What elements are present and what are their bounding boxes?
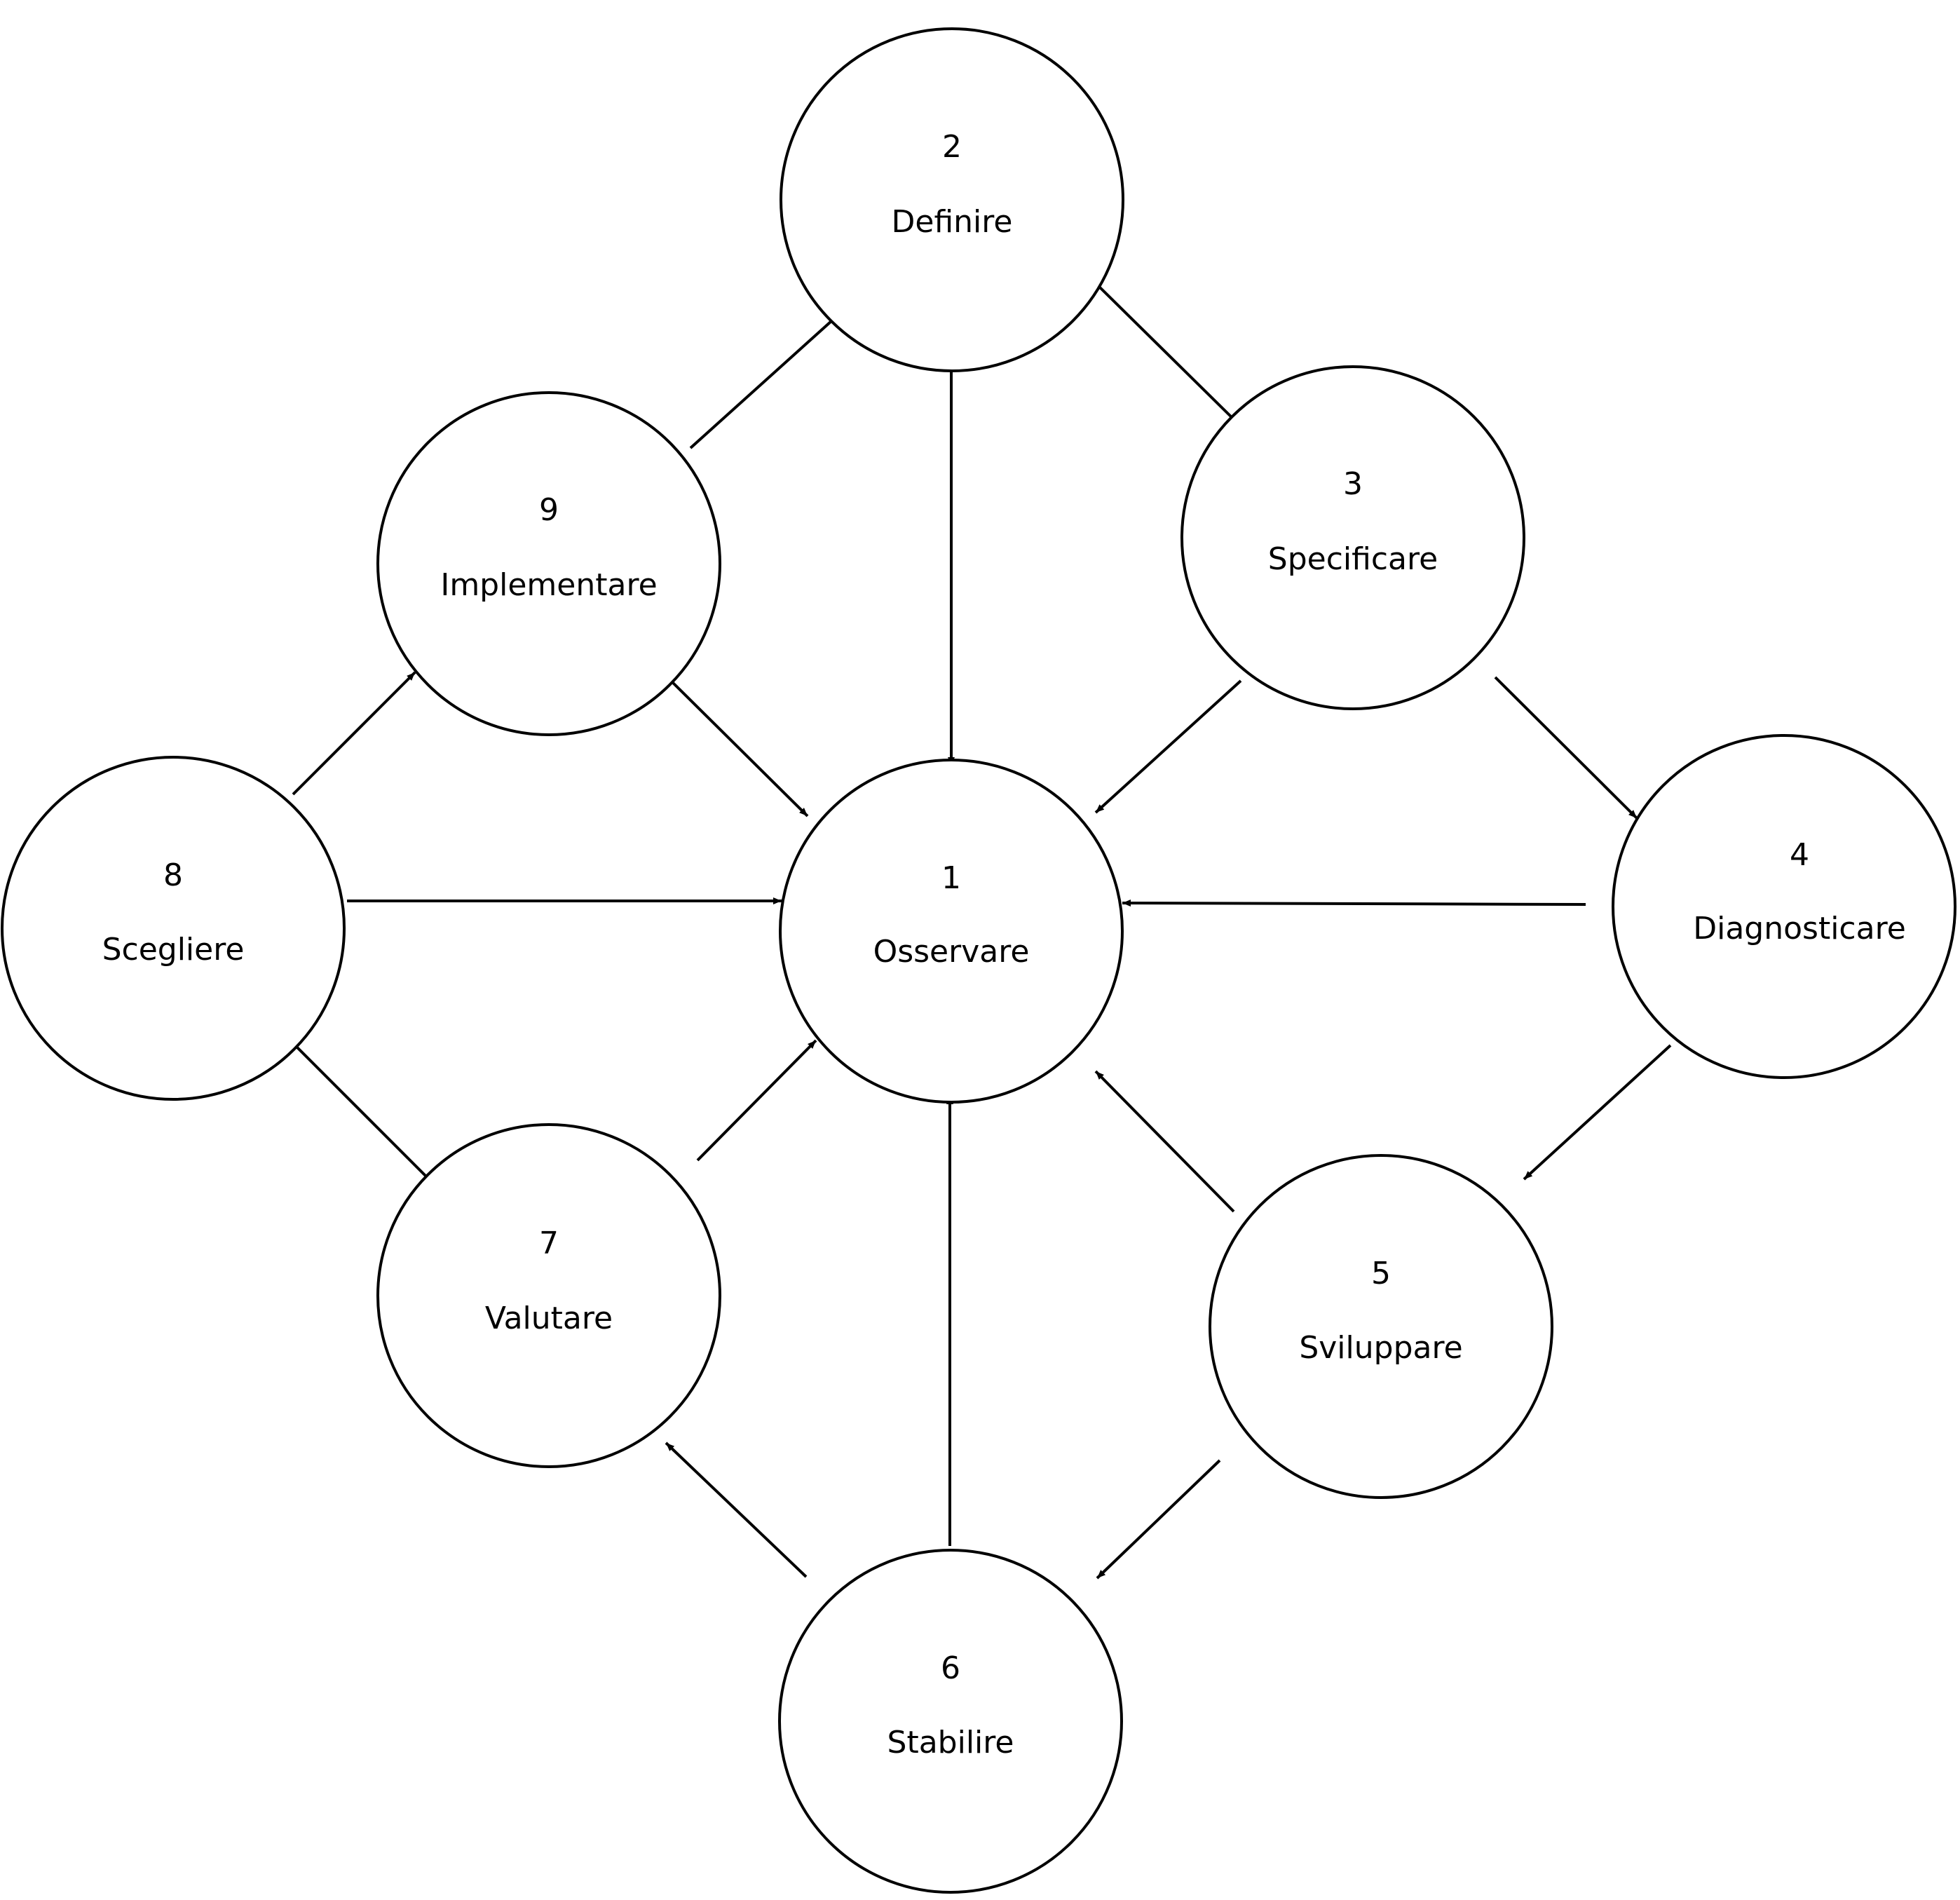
node-6: 6 Stabilire: [778, 1549, 1123, 1894]
node-1-number: 1: [941, 860, 961, 896]
edge-2-to-3: [1094, 282, 1239, 424]
node-1: 1 Osservare: [779, 759, 1124, 1104]
node-7-number: 7: [539, 1226, 559, 1261]
edge-4-to-5: [1523, 1044, 1672, 1181]
node-5-label: Sviluppare: [1299, 1330, 1462, 1366]
node-8-circle: [1, 756, 346, 1101]
node-8-label: Scegliere: [102, 932, 245, 968]
edge-3-to-4: [1494, 676, 1638, 820]
edge-9-to-1: [664, 674, 809, 817]
node-3: 3 Specificare: [1180, 365, 1525, 710]
node-9-circle: [376, 391, 721, 736]
edge-9-to-2: [689, 313, 840, 449]
node-4-number: 4: [1790, 837, 1809, 873]
edge-3-to-1: [1094, 679, 1242, 814]
node-9-number: 9: [539, 492, 559, 528]
node-6-label: Stabilire: [887, 1725, 1014, 1760]
edge-7-to-1: [696, 1039, 817, 1162]
node-3-circle: [1180, 365, 1525, 710]
node-1-circle: [779, 759, 1124, 1104]
node-2: 2 Definire: [780, 27, 1124, 372]
node-3-number: 3: [1343, 466, 1363, 502]
node-4-circle: [1612, 734, 1956, 1079]
node-4: 4 Diagnosticare: [1612, 734, 1956, 1079]
node-2-label: Definire: [892, 204, 1013, 240]
node-2-number: 2: [942, 129, 962, 165]
edge-8-to-9: [292, 671, 416, 796]
node-2-circle: [780, 27, 1124, 372]
node-5-number: 5: [1371, 1256, 1391, 1291]
node-8-number: 8: [163, 857, 183, 893]
edge-6-to-7: [665, 1441, 808, 1578]
node-5-circle: [1209, 1154, 1553, 1499]
node-7-circle: [376, 1123, 721, 1468]
edge-5-to-1: [1094, 1070, 1235, 1213]
node-5: 5 Sviluppare: [1209, 1154, 1553, 1499]
edge-4-to-1: [1122, 900, 1586, 907]
node-4-label: Diagnosticare: [1693, 911, 1906, 946]
node-9-label: Implementare: [440, 567, 657, 603]
node-7: 7 Valutare: [376, 1123, 721, 1468]
node-3-label: Specificare: [1268, 541, 1438, 577]
node-6-circle: [778, 1549, 1123, 1894]
node-8: 8 Scegliere: [1, 756, 346, 1101]
node-9: 9 Implementare: [376, 391, 721, 736]
edge-5-to-6: [1096, 1459, 1221, 1580]
node-1-label: Osservare: [873, 934, 1030, 970]
node-6-number: 6: [941, 1650, 960, 1686]
edge-7-to-8: [289, 1039, 435, 1185]
node-7-label: Valutare: [485, 1301, 613, 1336]
